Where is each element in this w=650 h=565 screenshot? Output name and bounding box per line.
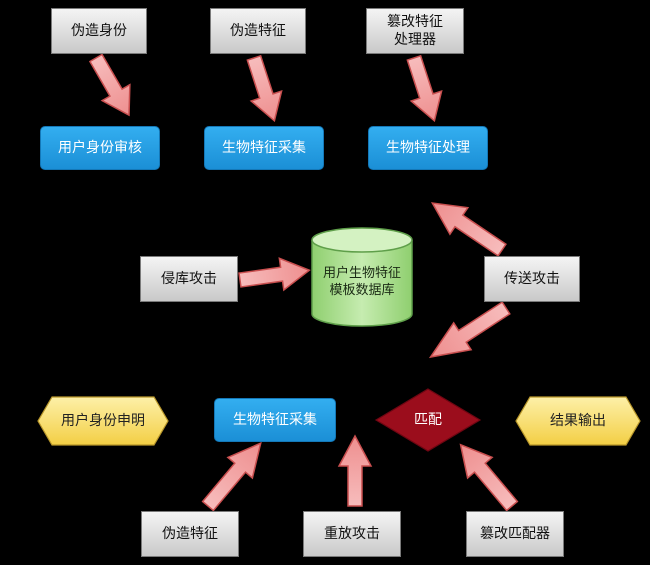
arrow-intrusion-to-database	[238, 257, 311, 292]
arrow-fake-identity-to-review	[88, 53, 131, 117]
arrow-transmission-to-processing	[430, 202, 507, 257]
attack-fake-identity-label: 伪造身份	[71, 23, 127, 39]
process-biometric-collection-top-label: 生物特征采集	[222, 140, 306, 156]
match-label: 匹配	[414, 412, 442, 428]
attack-fake-feature-bottom-label: 伪造特征	[162, 526, 218, 542]
database-label: 用户生物特征 模板数据库	[322, 266, 401, 298]
attack-database-intrusion-label: 侵库攻击	[161, 271, 217, 287]
process-biometric-processing-label: 生物特征处理	[386, 140, 470, 156]
process-user-identity-review-label: 用户身份审核	[58, 140, 142, 156]
arrow-replay-to-bottom-collection	[337, 434, 373, 507]
arrow-tamper-matcher-to-match	[459, 443, 519, 512]
attack-fake-feature-bottom: 伪造特征	[141, 511, 239, 557]
process-user-identity-review: 用户身份审核	[40, 126, 160, 170]
attack-tamper-matcher-label: 篡改匹配器	[480, 526, 550, 542]
attack-tamper-matcher: 篡改匹配器	[466, 511, 564, 557]
attack-tamper-feature-processor: 篡改特征 处理器	[366, 8, 464, 54]
attack-transmission-label: 传送攻击	[504, 271, 560, 287]
process-biometric-processing: 生物特征处理	[368, 126, 488, 170]
arrow-fake-feature-to-bottom-collection	[201, 441, 262, 512]
attack-fake-feature-top: 伪造特征	[210, 8, 306, 54]
match-diamond: 匹配	[376, 400, 480, 440]
terminal-result-output: 结果输出	[516, 397, 640, 445]
attack-tamper-feature-processor-label: 篡改特征 处理器	[387, 14, 443, 48]
attack-database-intrusion: 侵库攻击	[140, 256, 238, 302]
attack-replay-label: 重放攻击	[324, 526, 380, 542]
database-label-box: 用户生物特征 模板数据库	[312, 256, 412, 308]
terminal-result-output-label: 结果输出	[550, 413, 606, 429]
attack-fake-identity: 伪造身份	[51, 8, 147, 54]
process-biometric-collection-bottom: 生物特征采集	[214, 398, 336, 442]
attack-replay: 重放攻击	[303, 511, 401, 557]
attack-fake-feature-top-label: 伪造特征	[230, 23, 286, 39]
arrow-tamper-processor-to-processing	[406, 54, 443, 123]
attack-transmission: 传送攻击	[484, 256, 580, 302]
terminal-identity-claim-label: 用户身份申明	[61, 413, 145, 429]
process-biometric-collection-bottom-label: 生物特征采集	[233, 412, 317, 428]
terminal-identity-claim: 用户身份申明	[38, 397, 168, 445]
process-biometric-collection-top: 生物特征采集	[204, 126, 324, 170]
arrow-fake-feature-to-collection	[246, 54, 283, 123]
arrow-transmission-to-collection	[428, 301, 511, 359]
